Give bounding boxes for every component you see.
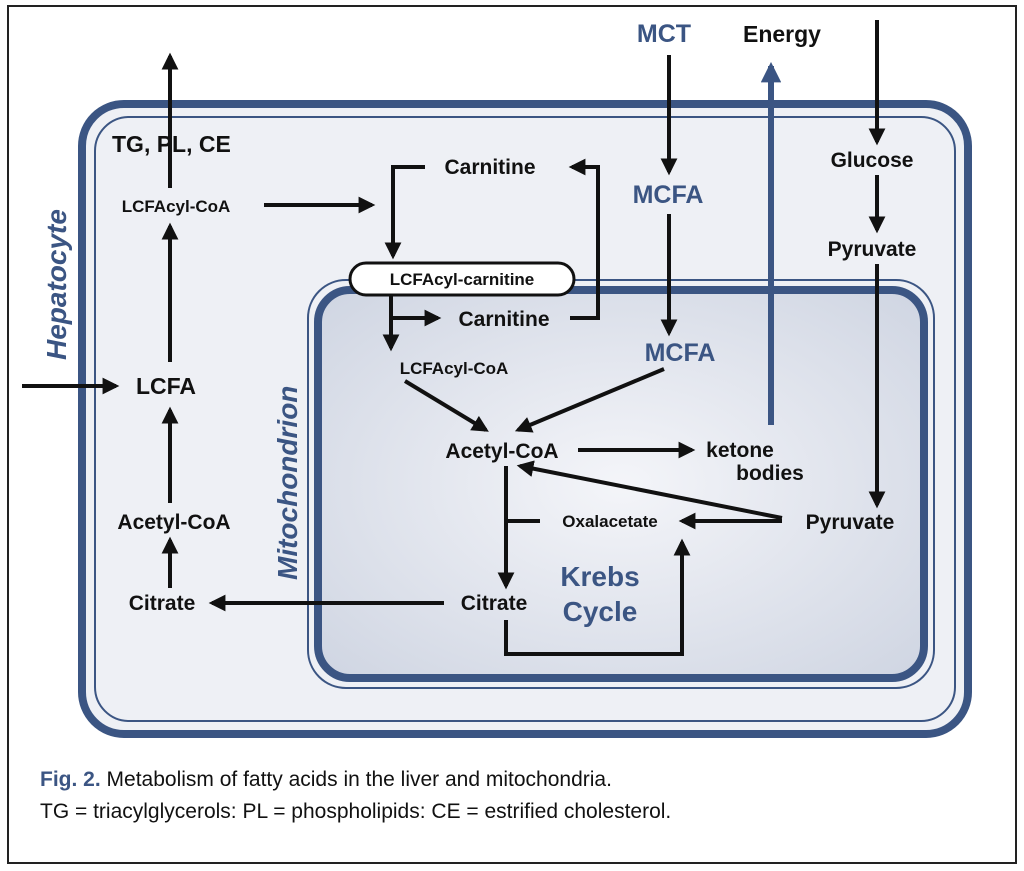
oxalacetate-label: Oxalacetate — [562, 512, 657, 531]
arrow-mcfa-to-acetylcoa — [514, 367, 665, 433]
krebs-label-line1: Krebs — [560, 561, 639, 592]
cyto-mcfa-label: MCFA — [633, 181, 704, 209]
arrow-lcfacylcoa-to-acetylcoa — [403, 379, 489, 432]
arrow-carnitine-to-shuttle — [384, 165, 425, 260]
mito-carnitine-label: Carnitine — [458, 308, 549, 331]
figure-number: Fig. 2. — [40, 768, 101, 791]
tg-pl-ce-label: TG, PL, CE — [112, 131, 231, 157]
ketone-bodies-line2: bodies — [736, 462, 804, 485]
mito-lcfacyl-coa-label: LCFAcyl-CoA — [400, 359, 509, 378]
arrow-citrate-to-oxalacetate — [504, 538, 691, 656]
figure-caption-line2: TG = triacylglycerols: PL = phospholipid… — [40, 800, 671, 823]
mito-pyruvate-label: Pyruvate — [806, 511, 895, 534]
figure-caption-line1: Fig. 2. Metabolism of fatty acids in the… — [40, 768, 612, 791]
arrow-carnitine-recycle — [568, 158, 600, 320]
cyto-pyruvate-label: Pyruvate — [828, 238, 917, 261]
caption-title: Metabolism of fatty acids in the liver a… — [101, 768, 612, 791]
cyto-carnitine-label: Carnitine — [444, 156, 535, 179]
mct-label: MCT — [637, 20, 691, 48]
mito-acetyl-coa-label: Acetyl-CoA — [445, 440, 558, 463]
mito-citrate-label: Citrate — [461, 592, 528, 615]
energy-label: Energy — [743, 21, 821, 47]
lcfacyl-carnitine-node: LCFAcyl-carnitine — [348, 261, 576, 297]
arrow-pyruvate-to-acetylcoa — [516, 460, 783, 520]
ketone-bodies-line1: ketone — [706, 439, 774, 462]
hepatocyte-label: Hepatocyte — [41, 209, 72, 360]
cyto-citrate-label: Citrate — [129, 592, 196, 615]
glucose-label: Glucose — [831, 149, 914, 172]
cyto-acetyl-coa-label: Acetyl-CoA — [117, 511, 230, 534]
mitochondrion-label: Mitochondrion — [272, 386, 303, 580]
cyto-lcfacyl-coa-label: LCFAcyl-CoA — [122, 197, 231, 216]
mito-mcfa-label: MCFA — [645, 339, 716, 367]
lcfa-label: LCFA — [136, 373, 196, 399]
krebs-label-line2: Cycle — [563, 596, 638, 627]
lcfacyl-carnitine-label: LCFAcyl-carnitine — [390, 270, 535, 289]
